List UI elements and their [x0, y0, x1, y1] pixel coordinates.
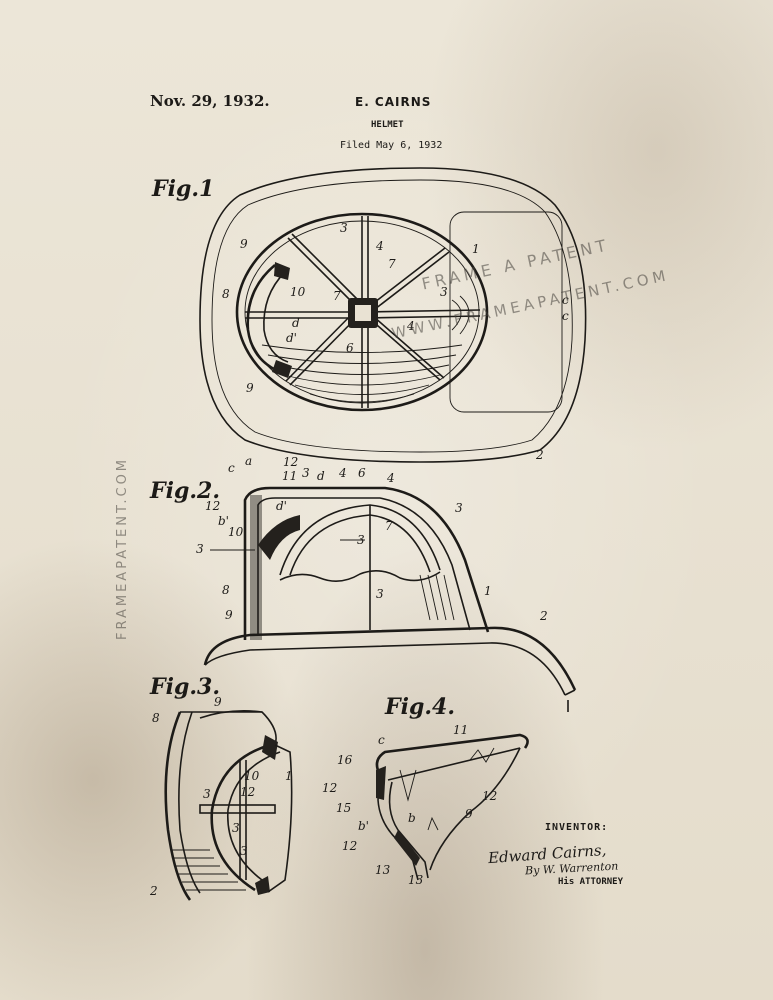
- svg-text:3: 3: [340, 221, 348, 235]
- svg-text:12: 12: [342, 839, 357, 853]
- svg-text:2: 2: [535, 448, 544, 462]
- svg-text:3: 3: [302, 466, 310, 480]
- svg-text:10: 10: [290, 285, 306, 299]
- inventor-name: E. CAIRNS: [355, 95, 432, 109]
- svg-text:4: 4: [338, 466, 347, 480]
- fig3-drawing: 9 8 10 1 12 3 3 3 2: [149, 695, 293, 901]
- svg-text:3: 3: [196, 542, 204, 556]
- fig2-drawing: c a 12 3 d 4 6 4 11 d' 12 b' 10 3 3 3 7 …: [196, 454, 577, 712]
- svg-text:a: a: [245, 454, 252, 468]
- fig4-label: Fig.4.: [385, 694, 455, 720]
- svg-text:d: d: [292, 316, 300, 330]
- svg-text:4: 4: [375, 239, 384, 253]
- patent-title: HELMET: [371, 120, 404, 130]
- svg-text:3: 3: [203, 787, 211, 801]
- fig1-drawing: 3 4 1 9 7 8 10 7 3 d d' 6 4 9 2 c c: [199, 167, 587, 463]
- svg-text:11: 11: [453, 723, 468, 737]
- svg-text:7: 7: [333, 289, 341, 303]
- svg-text:1: 1: [472, 242, 480, 256]
- svg-text:8: 8: [152, 711, 160, 725]
- svg-text:d': d': [286, 331, 297, 345]
- svg-text:12: 12: [322, 781, 337, 795]
- svg-text:c: c: [378, 733, 385, 747]
- attorney-label: His ATTORNEY: [558, 877, 624, 887]
- svg-text:9: 9: [465, 807, 473, 821]
- svg-text:10: 10: [244, 769, 260, 783]
- patent-date: Nov. 29, 1932.: [150, 92, 270, 110]
- svg-text:1: 1: [285, 769, 293, 783]
- svg-text:3: 3: [357, 533, 365, 547]
- svg-text:8: 8: [222, 287, 230, 301]
- svg-text:4: 4: [406, 319, 415, 333]
- svg-text:1: 1: [484, 584, 492, 598]
- svg-text:9: 9: [225, 608, 233, 622]
- svg-text:7: 7: [388, 257, 396, 271]
- svg-text:d': d': [276, 499, 287, 513]
- svg-text:3: 3: [455, 501, 463, 515]
- fig2-label: Fig.2.: [150, 478, 220, 504]
- fig3-label: Fig.3.: [150, 674, 220, 700]
- svg-text:3: 3: [440, 285, 448, 299]
- svg-text:b: b: [408, 811, 416, 825]
- svg-text:c: c: [562, 293, 569, 307]
- svg-text:13: 13: [408, 873, 424, 887]
- svg-text:8: 8: [222, 583, 230, 597]
- svg-text:9: 9: [214, 695, 222, 709]
- watermark-side: FRAMEAPATENT.COM: [115, 456, 130, 640]
- svg-text:c: c: [228, 461, 235, 475]
- inventor-label: INVENTOR:: [545, 822, 609, 833]
- svg-text:12: 12: [205, 499, 220, 513]
- svg-text:12: 12: [482, 789, 497, 803]
- fig4-drawing: c 11 16 12 15 b b' 12 12 9 13 13: [322, 723, 529, 887]
- svg-text:2: 2: [539, 609, 548, 623]
- filed-date: Filed May 6, 1932: [340, 140, 443, 151]
- svg-text:11: 11: [282, 469, 297, 483]
- svg-text:16: 16: [337, 753, 353, 767]
- svg-text:d: d: [317, 469, 325, 483]
- svg-text:3: 3: [240, 844, 248, 858]
- svg-text:6: 6: [346, 341, 354, 355]
- svg-text:b': b': [218, 514, 229, 528]
- svg-text:2: 2: [149, 884, 158, 898]
- svg-text:15: 15: [336, 801, 351, 815]
- svg-text:10: 10: [228, 525, 244, 539]
- svg-text:4: 4: [386, 471, 395, 485]
- svg-text:b': b': [358, 819, 369, 833]
- svg-text:c: c: [562, 309, 569, 323]
- svg-text:9: 9: [240, 237, 248, 251]
- svg-text:12: 12: [240, 785, 255, 799]
- fig1-label: Fig.1: [152, 176, 215, 202]
- svg-text:6: 6: [358, 466, 366, 480]
- svg-text:7: 7: [385, 519, 393, 533]
- svg-text:12: 12: [283, 455, 298, 469]
- svg-text:9: 9: [246, 381, 254, 395]
- svg-text:13: 13: [375, 863, 391, 877]
- svg-text:3: 3: [376, 587, 384, 601]
- svg-text:3: 3: [232, 821, 240, 835]
